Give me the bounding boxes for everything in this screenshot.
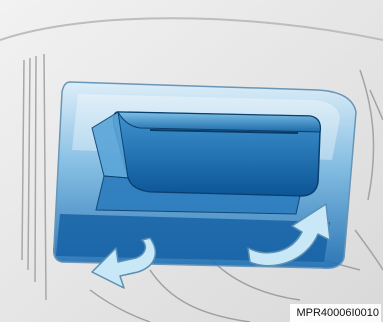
figure-code-label: MPR40006I0010 (290, 304, 381, 322)
